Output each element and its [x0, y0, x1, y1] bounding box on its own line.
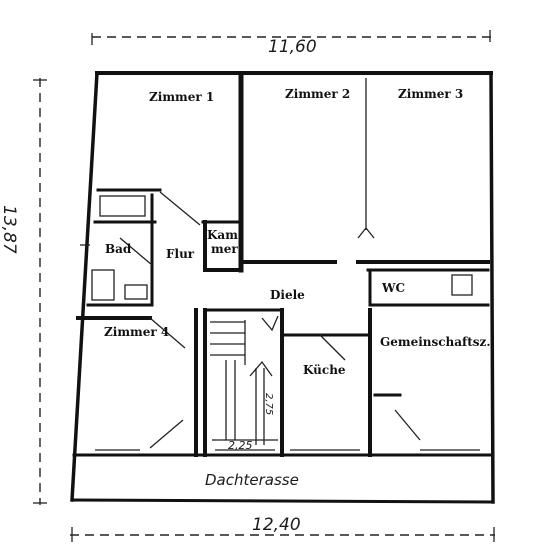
label-diele: Diele	[270, 288, 305, 302]
label-gemeinschaftszimmer: Gemeinschaftsz.	[380, 335, 491, 349]
bathroom-fixtures	[91, 195, 473, 301]
dimension-stair-height: 2,75	[263, 393, 274, 415]
label-kammer-1: Kam	[207, 228, 238, 242]
label-bad: Bad	[105, 242, 132, 256]
label-zimmer-3: Zimmer 3	[398, 87, 463, 101]
label-zimmer-4: Zimmer 4	[104, 325, 169, 339]
label-flur: Flur	[166, 247, 195, 261]
dimension-lines	[33, 30, 495, 542]
dimension-bottom: 12,40	[252, 515, 301, 535]
label-kammer-2: mer	[211, 242, 238, 256]
dimension-top: 11,60	[268, 37, 317, 57]
label-zimmer-1: Zimmer 1	[149, 90, 214, 104]
interior-walls	[76, 72, 490, 457]
dimension-stair-width: 2,25	[228, 439, 253, 452]
label-dachterrasse: Dachterasse	[205, 471, 299, 489]
window-marks	[80, 244, 480, 451]
label-kueche: Küche	[303, 363, 346, 377]
label-wc: WC	[381, 281, 405, 295]
dimension-left: 13,87	[0, 205, 19, 254]
label-zimmer-2: Zimmer 2	[285, 87, 350, 101]
staircase	[210, 315, 279, 445]
